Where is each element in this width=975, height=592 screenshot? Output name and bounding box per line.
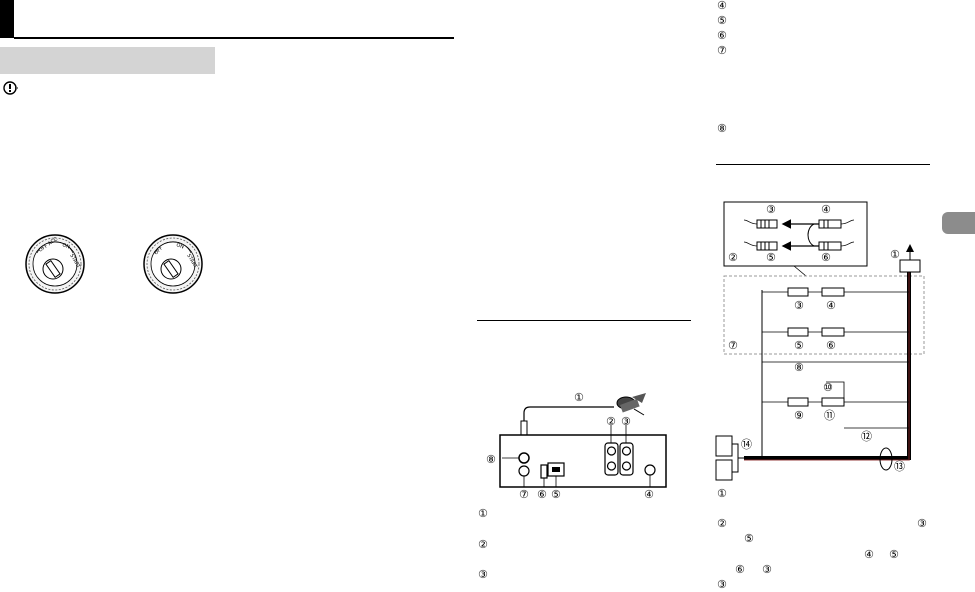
svg-text:ON: ON xyxy=(175,242,185,250)
mid-callout-2: ② xyxy=(606,415,616,428)
wd-callout-1: ① xyxy=(890,248,900,261)
mid-callout-7: ⑦ xyxy=(519,488,529,501)
mid-callout-8: ⑧ xyxy=(486,453,496,466)
right-list-num-8: ⑧ xyxy=(717,122,727,135)
wd-callout-9: ⑨ xyxy=(794,409,804,422)
right-list-num-6: ⑥ xyxy=(717,29,727,42)
ignition-switch-no-acc-position: OFF ON START xyxy=(143,234,203,294)
section-rule-right xyxy=(716,164,930,165)
wd-callout-8: ⑧ xyxy=(794,361,804,374)
right-bottom-num-2-ref4: ④ xyxy=(864,548,874,561)
right-bottom-num-2-ref6: ⑥ xyxy=(735,563,745,576)
wiring-diagram: ③ ④ ⑤ ⑥ ① ② ③ ④ ⑤ ⑥ ⑦ ⑧ ⑨ ⑩ ⑪ ⑫ ⑬ ⑭ xyxy=(715,201,925,481)
wd-callout-3: ③ xyxy=(794,299,804,312)
section-header-block xyxy=(0,0,14,38)
section-header-rule xyxy=(14,37,454,39)
wd-callout-12: ⑫ xyxy=(861,430,872,443)
wd-callout-4-top: ④ xyxy=(821,203,831,216)
mid-callout-3: ③ xyxy=(621,415,631,428)
ignition-switch-acc-position: OFF ACC ON START xyxy=(25,234,85,294)
wd-callout-2: ② xyxy=(728,251,738,264)
wd-callout-13: ⑬ xyxy=(894,460,905,473)
wd-callout-11: ⑪ xyxy=(824,409,835,422)
mid-list-num-2: ② xyxy=(478,538,488,551)
mid-list-num-3: ③ xyxy=(478,568,488,581)
right-bottom-num-2-ref3: ③ xyxy=(917,517,927,530)
wd-callout-4: ④ xyxy=(826,299,836,312)
right-bottom-num-1: ① xyxy=(717,487,727,500)
caution-icon xyxy=(3,81,19,95)
wd-callout-6-top: ⑥ xyxy=(821,251,831,264)
mid-callout-1: ① xyxy=(574,391,584,404)
mid-callout-4: ④ xyxy=(644,488,654,501)
wd-callout-10: ⑩ xyxy=(823,381,833,394)
page-side-tab xyxy=(942,212,975,234)
right-bottom-num-2: ② xyxy=(717,517,727,530)
right-list-num-7: ⑦ xyxy=(717,44,727,57)
right-bottom-num-2-ref5: ⑤ xyxy=(744,532,754,545)
head-unit-connection-diagram: ① ② ③ ④ ⑤ ⑥ ⑦ ⑧ xyxy=(486,391,667,501)
mid-callout-6: ⑥ xyxy=(537,488,547,501)
wd-callout-14: ⑭ xyxy=(741,438,752,451)
wd-callout-5-top: ⑤ xyxy=(766,251,776,264)
wd-callout-6: ⑥ xyxy=(826,339,836,352)
right-bottom-num-3: ③ xyxy=(717,578,727,591)
right-bottom-num-2-ref5b: ⑤ xyxy=(889,548,899,561)
mid-list-num-1: ① xyxy=(478,507,488,520)
section-rule-middle xyxy=(477,320,691,321)
right-list-num-5: ⑤ xyxy=(717,14,727,27)
svg-text:OFF: OFF xyxy=(153,245,164,256)
right-list-num-4: ④ xyxy=(717,0,727,12)
wd-callout-3-top: ③ xyxy=(766,203,776,216)
wd-callout-5: ⑤ xyxy=(794,339,804,352)
wd-callout-7: ⑦ xyxy=(728,339,738,352)
svg-text:ON: ON xyxy=(61,242,71,250)
rca-plug-3 xyxy=(743,219,778,229)
right-bottom-num-2-ref3b: ③ xyxy=(762,563,772,576)
mid-callout-5: ⑤ xyxy=(551,488,561,501)
subsection-heading-band xyxy=(0,47,215,74)
